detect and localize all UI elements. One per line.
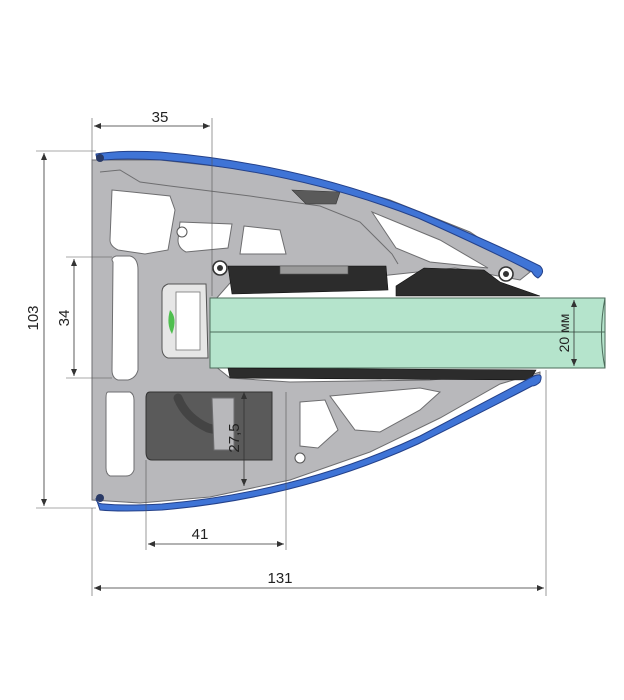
- dim-label-27-5: 27,5: [226, 423, 243, 452]
- profile-cavity-left: [111, 255, 139, 381]
- profile-cavity-lower-mid: [329, 387, 442, 433]
- dim-label-41: 41: [192, 526, 209, 543]
- blue-cover: [95, 150, 544, 512]
- dim-label-glass: 20 мм: [556, 314, 572, 353]
- cover-screw-bottom-left: [96, 494, 104, 502]
- gaskets: [227, 189, 541, 381]
- fastener-upper: [176, 226, 188, 238]
- gasket-upper-edge: [291, 189, 341, 205]
- clip-inner: [175, 291, 201, 351]
- fastener-lower: [294, 452, 306, 464]
- profile-cavity-diag: [370, 210, 489, 269]
- profile-cavity-lower-right: [299, 399, 339, 449]
- glass-end: [601, 297, 606, 369]
- glass-layer-top: [209, 297, 606, 333]
- clamp-clip: [161, 283, 209, 359]
- dim-label-103: 103: [25, 305, 42, 330]
- cover-lower: [95, 374, 542, 512]
- clip-green-detail: [168, 310, 175, 334]
- dim-label-131: 131: [267, 570, 292, 587]
- profile-cavity-upper-mid: [177, 221, 233, 253]
- profile-cavity-top: [109, 189, 176, 255]
- dimensions: 35 103 34 27,5 41 131 20 мм: [25, 109, 577, 596]
- dim-label-35: 35: [152, 109, 169, 126]
- glass-layer-bottom: [209, 331, 606, 369]
- cover-upper: [95, 150, 544, 279]
- fasteners: [176, 226, 514, 464]
- profile-cavity-lower-left: [105, 391, 135, 477]
- profile-top-rib: [99, 169, 399, 265]
- gasket-top-right: [395, 267, 541, 297]
- glass-panel: [209, 297, 606, 369]
- fastener-left-core: [217, 265, 223, 271]
- dim-label-34: 34: [56, 310, 73, 327]
- gasket-top-left-strip: [279, 265, 349, 275]
- profile-cavity-upper-right: [239, 225, 287, 255]
- insert-slot: [211, 397, 235, 451]
- fastener-right-core: [503, 271, 509, 277]
- cover-screw-top-left: [96, 154, 104, 162]
- gasket-bottom: [227, 367, 537, 381]
- lower-insert: [145, 391, 273, 461]
